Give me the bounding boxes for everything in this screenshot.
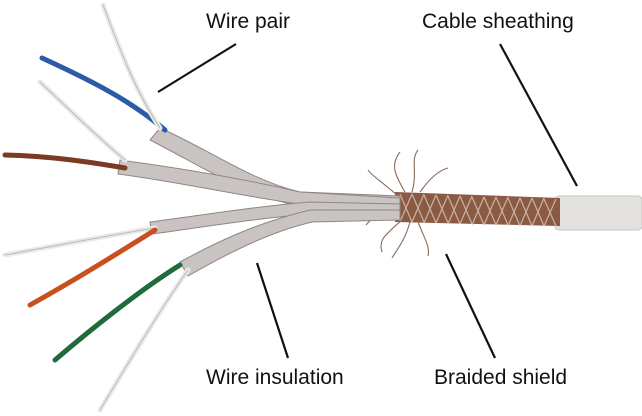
braid-texture <box>399 193 557 227</box>
wire-white-top-outline <box>102 4 161 129</box>
wire-green <box>52 262 183 363</box>
wire-blue <box>39 55 168 133</box>
leader-wire-pair <box>157 43 237 93</box>
leader-wire-insulation <box>255 262 290 359</box>
leader-braided-shield <box>445 253 496 359</box>
wire-white-mid-outline <box>39 81 126 161</box>
wire-orange <box>27 227 158 308</box>
leader-cable-sheathing <box>499 43 578 187</box>
wire-brown <box>2 152 128 171</box>
label-cable-sheathing: Cable sheathing <box>422 10 574 33</box>
label-braided-shield: Braided shield <box>434 366 568 389</box>
leader-lines <box>157 43 578 359</box>
wire-white-top <box>100 2 163 131</box>
foil-pairs <box>117 127 401 277</box>
wires <box>2 2 191 413</box>
wire-white-left-outline <box>4 227 156 256</box>
label-wire-insulation: Wire insulation <box>206 366 344 389</box>
wire-white-bottom-outline <box>99 269 189 411</box>
cable-sheath <box>554 195 642 231</box>
label-wire-pair: Wire pair <box>206 10 291 33</box>
